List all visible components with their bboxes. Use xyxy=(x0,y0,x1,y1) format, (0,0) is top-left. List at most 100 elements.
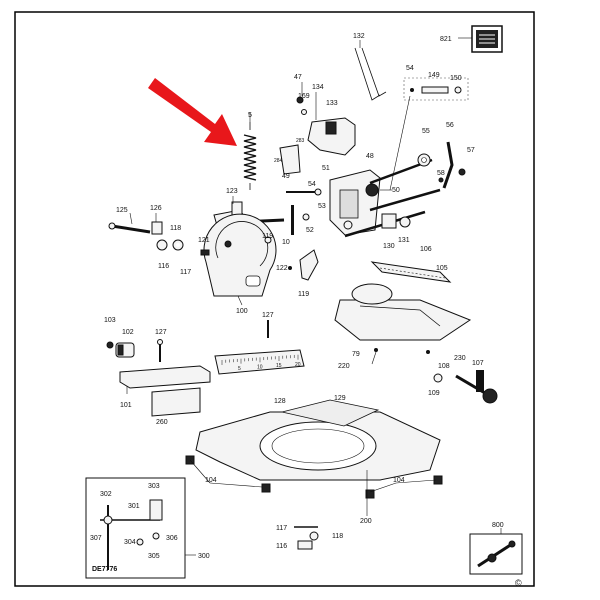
callout-200: 200 xyxy=(360,518,372,525)
part-102-knob xyxy=(115,342,135,358)
callout-283: 283 xyxy=(296,138,305,144)
callout-303: 303 xyxy=(148,483,160,490)
copyright-mark: © xyxy=(515,578,522,588)
callout-5: 5 xyxy=(248,112,252,119)
callout-50: 50 xyxy=(392,187,400,194)
part-800-wrench-box xyxy=(469,533,523,575)
callout-260: 260 xyxy=(156,419,168,426)
callout-47: 47 xyxy=(294,74,302,81)
callout-122: 122 xyxy=(276,265,288,272)
callout-54: 54 xyxy=(406,65,414,72)
callout-821: 821 xyxy=(440,36,452,43)
callout-51: 51 xyxy=(322,165,330,172)
red-pointer-arrow xyxy=(148,78,237,146)
callout-304: 304 xyxy=(124,539,136,546)
part-103-bolt xyxy=(106,341,114,349)
callout-10: 10 xyxy=(282,239,290,246)
callout-132: 132 xyxy=(353,33,365,40)
part-105-fence xyxy=(370,261,452,283)
part-149-150-pin-group xyxy=(403,77,469,101)
callout-133: 133 xyxy=(326,100,338,107)
callout-117: 117 xyxy=(180,269,191,276)
part-49-shaft xyxy=(286,188,322,235)
part-116-117-118-fasteners xyxy=(294,526,319,550)
callout-100: 100 xyxy=(236,308,248,315)
callout-79: 79 xyxy=(352,351,360,358)
part-100-blade-guard xyxy=(203,201,285,297)
callout-49: 49 xyxy=(282,173,290,180)
part-5-spring xyxy=(243,122,257,190)
callout-230: 230 xyxy=(454,355,466,362)
callout-116b: 116 xyxy=(276,543,287,550)
part-55-washer xyxy=(417,153,431,167)
callout-101: 101 xyxy=(120,402,132,409)
part-260-fence-insert xyxy=(151,387,201,417)
inset-model-label: DE7776 xyxy=(92,566,117,573)
callout-149: 149 xyxy=(428,72,440,79)
part-130-131-nut-washer xyxy=(381,213,411,229)
callout-103: 103 xyxy=(104,317,116,324)
part-48-gear-housing xyxy=(329,158,441,238)
part-220-miter-arm xyxy=(334,283,472,354)
callout-118: 118 xyxy=(170,225,181,232)
callout-126: 126 xyxy=(150,205,162,212)
callout-220: 220 xyxy=(338,363,350,370)
leader-lines xyxy=(126,82,502,556)
callout-117b: 117 xyxy=(276,525,287,532)
callout-105: 105 xyxy=(436,265,448,272)
part-56-lever xyxy=(438,141,466,189)
scale-mark-label: 15 xyxy=(276,363,282,369)
callout-116: 116 xyxy=(158,263,169,270)
callout-56: 56 xyxy=(446,122,454,129)
diagram-border xyxy=(14,11,535,587)
callout-106: 106 xyxy=(420,246,432,253)
callout-127b: 127 xyxy=(155,329,167,336)
part-125-bolt xyxy=(108,222,151,234)
callout-307: 307 xyxy=(90,535,102,542)
callout-labels: 821 132 54 149 150 47 134 169 133 5 283 … xyxy=(90,33,522,588)
callout-134: 134 xyxy=(312,84,324,91)
part-107-108-109-clamp xyxy=(433,370,498,404)
callout-108: 108 xyxy=(438,363,450,370)
callout-306: 306 xyxy=(166,535,178,542)
callout-284: 284 xyxy=(274,158,283,164)
part-821-label-plate xyxy=(458,25,503,53)
callout-119b: 119 xyxy=(298,291,309,298)
scale-mark-label: 10 xyxy=(257,365,263,371)
callout-128: 128 xyxy=(274,398,286,405)
callout-109: 109 xyxy=(428,390,440,397)
part-121-screw xyxy=(200,249,210,256)
callout-57: 57 xyxy=(467,147,475,154)
callout-305: 305 xyxy=(148,553,160,560)
callout-55: 55 xyxy=(422,128,430,135)
part-101-left-fence xyxy=(119,365,211,389)
callout-129: 129 xyxy=(334,395,346,402)
callout-300: 300 xyxy=(198,553,210,560)
callout-118b: 118 xyxy=(332,533,343,540)
callout-121: 121 xyxy=(198,237,210,244)
callout-54b: 54 xyxy=(308,181,316,188)
callout-127a: 127 xyxy=(262,312,274,319)
callout-104a: 104 xyxy=(205,477,217,484)
callout-123: 123 xyxy=(226,188,238,195)
scale-mark-label: 20 xyxy=(295,362,301,368)
callout-52: 52 xyxy=(306,227,314,234)
part-132-hex-keys xyxy=(354,40,387,101)
callout-131: 131 xyxy=(398,237,410,244)
callout-302: 302 xyxy=(100,491,112,498)
scale-mark-label: 5 xyxy=(238,366,241,372)
callout-107: 107 xyxy=(472,360,484,367)
callout-102: 102 xyxy=(122,329,134,336)
inset-de7776-box xyxy=(85,477,186,579)
callout-125: 125 xyxy=(116,207,128,214)
part-133-handle-assembly xyxy=(279,96,356,175)
callout-104b: 104 xyxy=(393,477,405,484)
callout-130: 130 xyxy=(383,243,395,250)
part-200-base xyxy=(185,399,443,499)
callout-48: 48 xyxy=(366,153,374,160)
part-scale-ruler: 5 10 15 20 xyxy=(214,349,305,375)
callout-169: 169 xyxy=(298,93,310,100)
callout-119a: 119 xyxy=(262,233,273,240)
part-126-knob xyxy=(151,221,184,251)
part-119-122-latch xyxy=(264,236,319,281)
